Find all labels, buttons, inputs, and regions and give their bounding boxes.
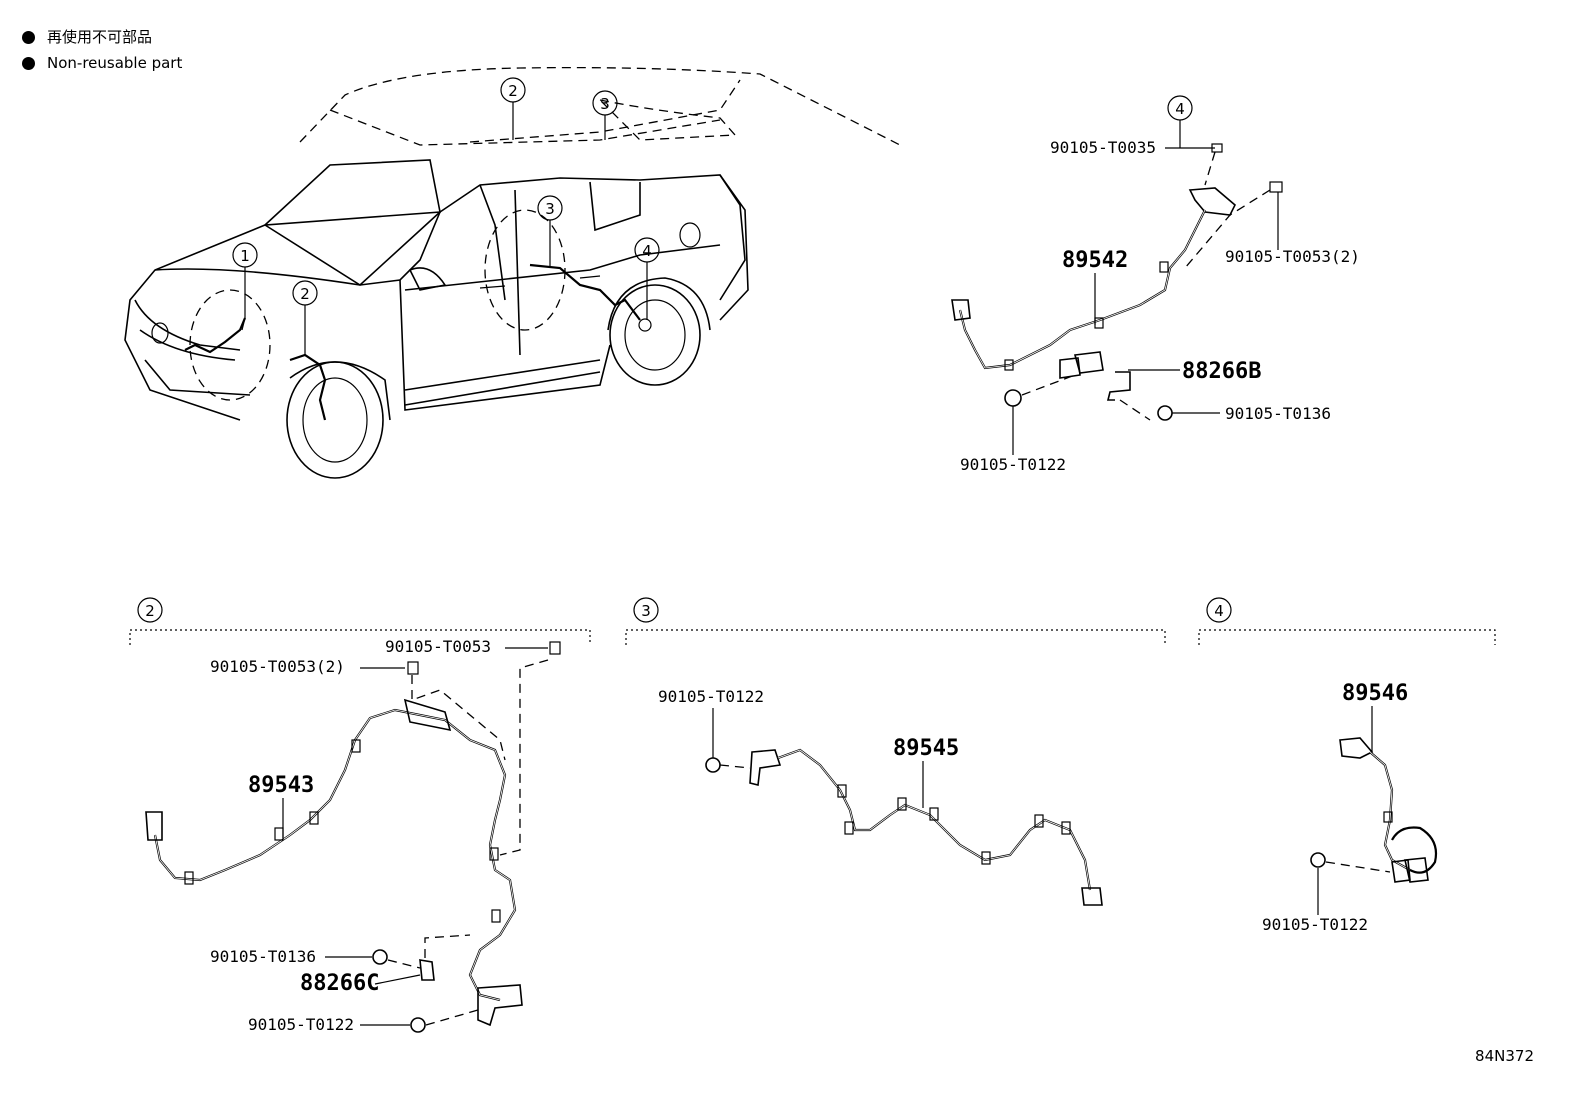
callout-1-label: 1 <box>240 247 250 265</box>
part-label-90105-T0122-top[interactable]: 90105-T0122 <box>960 455 1066 474</box>
part-label-90105-T0136[interactable]: 90105-T0136 <box>1225 404 1331 423</box>
diagram-code: 84N372 <box>1475 1047 1534 1065</box>
callout-2-roof[interactable]: 2 <box>500 77 526 140</box>
non-reusable-dot-icon <box>22 56 35 70</box>
part-label-90105-T0122-g4[interactable]: 90105-T0122 <box>1262 915 1368 934</box>
group-4-callout: 4 <box>1214 602 1224 620</box>
legend-jp-row: 再使用不可部品 <box>22 28 152 46</box>
legend-en-row: Non-reusable part <box>22 54 182 72</box>
group-4: 4 89546 90105-T0122 <box>1198 597 1496 934</box>
non-reusable-dot-icon <box>22 30 35 44</box>
part-label-89546[interactable]: 89546 <box>1342 681 1408 706</box>
part-label-90105-T0035[interactable]: 90105-T0035 <box>1050 138 1156 157</box>
part-label-90105-T0136-g2[interactable]: 90105-T0136 <box>210 947 316 966</box>
part-label-89543[interactable]: 89543 <box>248 773 314 798</box>
callout-2-front[interactable]: 2 <box>292 280 318 355</box>
part-label-89542[interactable]: 89542 <box>1062 248 1128 273</box>
group-3: 3 90105-T0122 89545 <box>625 597 1166 906</box>
part-label-90105-T0122-g2[interactable]: 90105-T0122 <box>248 1015 354 1034</box>
callout-3-roof[interactable]: 3 <box>592 90 618 140</box>
assembly-89542: 4 90105-T0035 90105-T0053(2) 89542 88 <box>951 95 1360 474</box>
vehicle-illustration <box>124 66 901 479</box>
part-label-90105-T0053-2-g2[interactable]: 90105-T0053(2) <box>210 657 345 676</box>
part-label-89545[interactable]: 89545 <box>893 736 959 761</box>
callout-3-side-label: 3 <box>545 200 555 218</box>
part-label-90105-T0053-2[interactable]: 90105-T0053(2) <box>1225 247 1360 266</box>
callout-4-side-label: 4 <box>642 242 652 260</box>
callout-4-top-label: 4 <box>1175 100 1185 118</box>
part-label-88266B[interactable]: 88266B <box>1182 359 1261 384</box>
callout-3-side[interactable]: 3 <box>537 195 563 268</box>
group-3-callout: 3 <box>641 602 651 620</box>
callout-2-front-label: 2 <box>300 285 310 303</box>
legend-en-text: Non-reusable part <box>47 54 183 72</box>
callout-3-roof-label: 3 <box>600 95 610 113</box>
callout-2-roof-label: 2 <box>508 82 518 100</box>
callout-1[interactable]: 1 <box>232 242 258 318</box>
part-label-88266C[interactable]: 88266C <box>300 971 379 996</box>
group-2-header[interactable]: 2 <box>137 597 163 623</box>
group-3-header[interactable]: 3 <box>633 597 659 623</box>
group-4-header[interactable]: 4 <box>1206 597 1232 623</box>
callout-4-top[interactable]: 4 <box>1167 95 1193 148</box>
group-2-callout: 2 <box>145 602 155 620</box>
group-2: 2 90105-T0053 90105-T0053(2) 89543 90105… <box>129 597 591 1034</box>
legend-jp-text: 再使用不可部品 <box>47 28 153 46</box>
callout-4-side[interactable]: 4 <box>634 237 660 320</box>
part-label-90105-T0122-g3[interactable]: 90105-T0122 <box>658 687 764 706</box>
part-label-90105-T0053-g2[interactable]: 90105-T0053 <box>385 637 491 656</box>
